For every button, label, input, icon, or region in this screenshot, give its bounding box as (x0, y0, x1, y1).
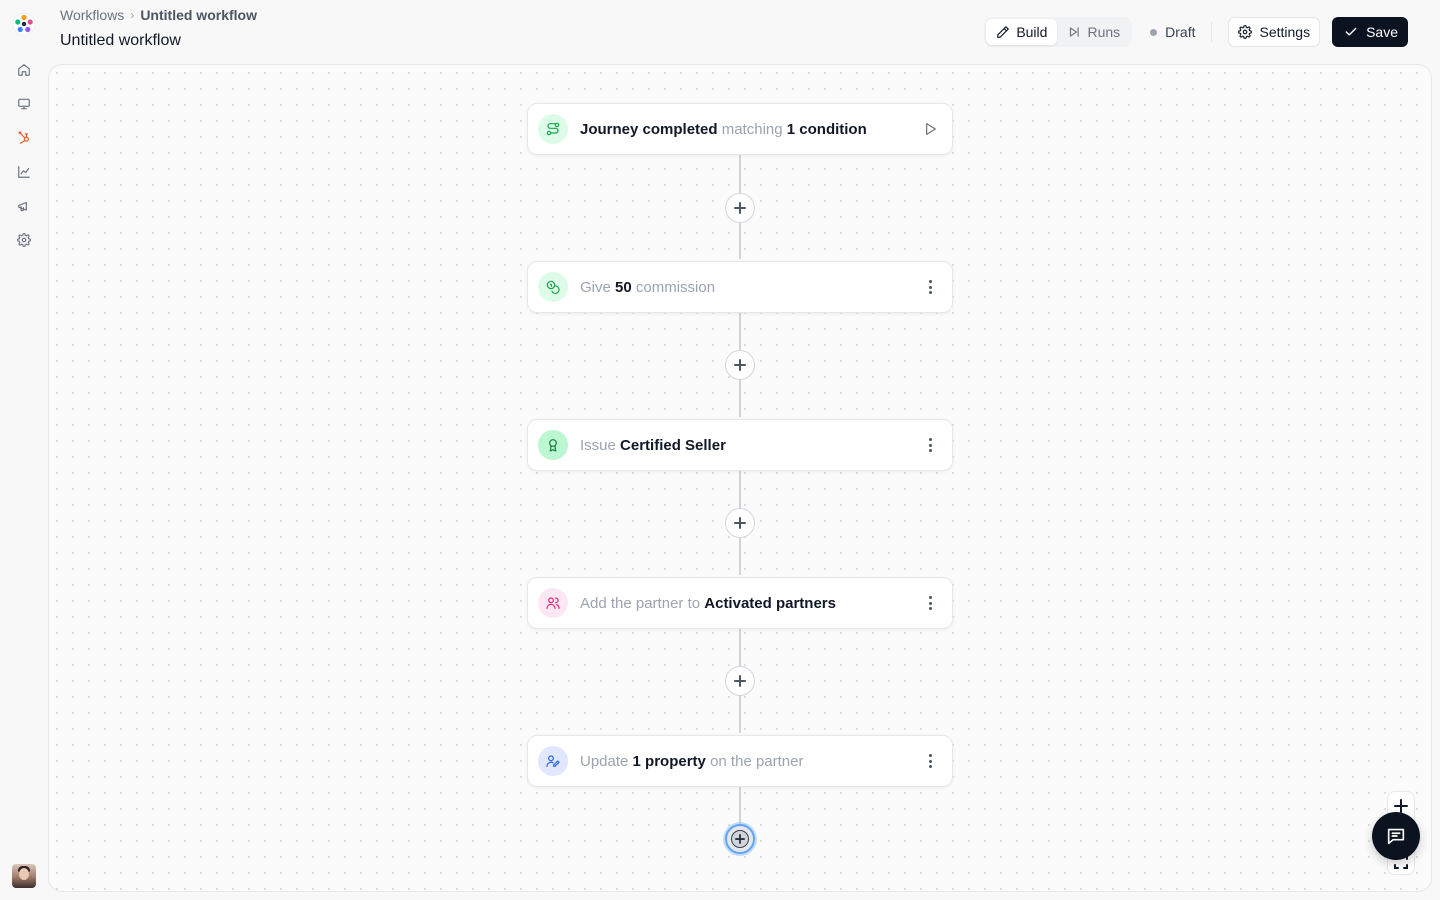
step-text: Give 50 commission (580, 279, 918, 296)
play-button[interactable] (918, 117, 942, 141)
step-suffix: on the partner (710, 752, 804, 770)
breadcrumb-current: Untitled workflow (140, 7, 257, 23)
award-icon (538, 430, 568, 460)
step-text: Add the partner to Activated partners (580, 595, 918, 612)
step-verb: Add the partner to (580, 594, 701, 612)
step-value: Certified Seller (620, 436, 726, 454)
breadcrumb-workflows[interactable]: Workflows (60, 7, 125, 23)
skip-forward-icon (1070, 27, 1080, 37)
header: Workflows › Untitled workflow Untitled w… (60, 0, 1408, 64)
step-suffix: commission (635, 278, 716, 296)
trigger-condition-count: 1 condition (786, 120, 867, 138)
add-step-button[interactable] (725, 350, 755, 380)
step-node-property[interactable]: Update 1 property on the partner (527, 735, 953, 787)
hubspot-icon[interactable] (10, 124, 38, 152)
header-actions: Build Runs Draft Settings Save (984, 17, 1408, 47)
step-verb: Give (580, 278, 611, 296)
chart-icon[interactable] (10, 158, 38, 186)
plus-icon (734, 517, 746, 529)
step-value: 1 property (632, 752, 706, 770)
more-vertical-icon (928, 754, 932, 768)
plus-icon (734, 202, 746, 214)
save-button[interactable]: Save (1332, 17, 1408, 47)
add-final-step-button[interactable] (725, 824, 755, 854)
step-verb: Update (580, 752, 629, 770)
more-vertical-icon (928, 438, 932, 452)
user-pen-icon (538, 746, 568, 776)
workflow-canvas[interactable]: Journey completed matching 1 condition G… (48, 64, 1432, 892)
view-toggle: Build Runs (984, 17, 1133, 47)
sidebar (0, 0, 48, 900)
avatar-face (19, 868, 29, 880)
route-icon (538, 114, 568, 144)
step-value: 50 (615, 278, 632, 296)
tab-runs[interactable]: Runs (1057, 19, 1130, 45)
pencil-icon (997, 26, 1010, 38)
status-badge: Draft (1150, 24, 1195, 40)
more-vertical-icon (928, 280, 932, 294)
chevron-right-icon: › (130, 8, 135, 22)
plus-icon (734, 675, 746, 687)
trigger-event: Journey completed (580, 120, 718, 138)
breadcrumb: Workflows › Untitled workflow (60, 7, 257, 23)
trigger-text: Journey completed matching 1 condition (580, 121, 918, 138)
more-options-button[interactable] (918, 749, 942, 773)
plus-icon (734, 359, 746, 371)
chat-support-button[interactable] (1372, 812, 1420, 860)
tab-build[interactable]: Build (986, 19, 1058, 45)
trigger-connector-word: matching (721, 120, 783, 138)
users-icon (538, 588, 568, 618)
play-icon (926, 123, 936, 135)
zoom-in-button[interactable] (1388, 792, 1414, 820)
more-options-button[interactable] (918, 433, 942, 457)
coins-icon (538, 272, 568, 302)
divider (1211, 22, 1213, 42)
app-logo[interactable] (12, 12, 36, 36)
more-options-button[interactable] (918, 591, 942, 615)
avatar[interactable] (12, 864, 36, 888)
step-node-badge[interactable]: Issue Certified Seller (527, 419, 953, 471)
settings-button[interactable]: Settings (1228, 17, 1321, 47)
step-verb: Issue (580, 436, 616, 454)
add-step-button[interactable] (725, 193, 755, 223)
tab-build-label: Build (1016, 24, 1048, 40)
settings-label: Settings (1259, 24, 1311, 40)
tab-runs-label: Runs (1087, 24, 1121, 40)
step-text: Issue Certified Seller (580, 437, 918, 454)
monitor-icon[interactable] (10, 90, 38, 118)
page-title: Untitled workflow (60, 32, 181, 49)
status-dot (1150, 28, 1158, 36)
trigger-node[interactable]: Journey completed matching 1 condition (527, 103, 953, 155)
step-node-group[interactable]: Add the partner to Activated partners (527, 577, 953, 629)
home-icon[interactable] (10, 56, 38, 84)
status-label: Draft (1165, 24, 1196, 40)
step-value: Activated partners (704, 594, 836, 612)
chat-icon (1387, 828, 1405, 845)
plus-circle-icon (731, 830, 749, 848)
connector-line (739, 787, 741, 825)
add-step-button[interactable] (725, 666, 755, 696)
step-text: Update 1 property on the partner (580, 753, 918, 770)
more-vertical-icon (928, 596, 932, 610)
gear-icon[interactable] (10, 226, 38, 254)
plus-icon (1394, 799, 1408, 813)
more-options-button[interactable] (918, 275, 942, 299)
save-label: Save (1366, 24, 1398, 40)
add-step-button[interactable] (725, 508, 755, 538)
check-icon (1345, 27, 1357, 36)
megaphone-icon[interactable] (10, 192, 38, 220)
gear-icon (1238, 25, 1253, 39)
step-node-commission[interactable]: Give 50 commission (527, 261, 953, 313)
